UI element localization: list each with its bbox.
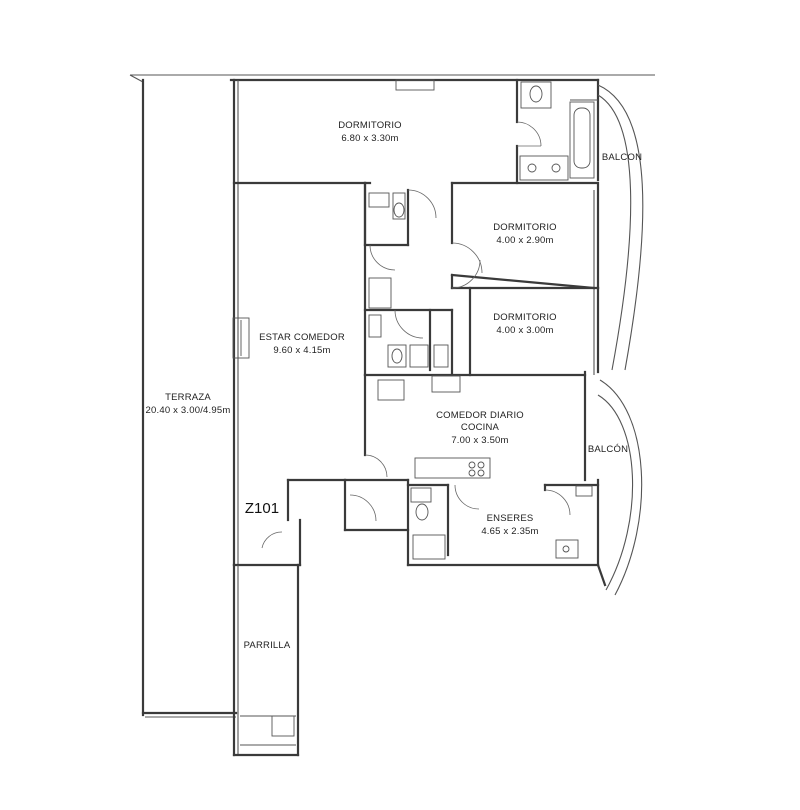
estar-comedor-name: ESTAR COMEDOR: [259, 332, 345, 343]
cocina-name: COCINA: [461, 422, 500, 433]
room-labels: DORMITORIO 6.80 x 3.30m DORMITORIO 4.00 …: [146, 120, 642, 651]
terraza-name: TERRAZA: [165, 392, 211, 403]
fixtures: [368, 81, 595, 560]
unit-code: Z101: [245, 500, 279, 517]
doors: [261, 121, 571, 549]
parrilla-walls: [232, 563, 300, 757]
estar-comedor-size: 9.60 x 4.15m: [273, 345, 330, 356]
terraza-size: 20.40 x 3.00/4.95m: [146, 405, 231, 416]
dormitorio-3-size: 4.00 x 3.00m: [496, 325, 553, 336]
dormitorio-3-name: DORMITORIO: [493, 312, 557, 323]
comedor-diario-size: 7.00 x 3.50m: [451, 435, 508, 446]
dormitorio-1-size: 6.80 x 3.30m: [341, 133, 398, 144]
terraza-outline: [129, 74, 655, 718]
enseres-size: 4.65 x 2.35m: [481, 526, 538, 537]
balcon-lower-name: BALCÓN: [588, 444, 628, 455]
balcon-upper-name: BALCON: [602, 152, 642, 163]
dormitorio-2-size: 4.00 x 2.90m: [496, 235, 553, 246]
balconies: [597, 84, 644, 596]
dormitorio-2-name: DORMITORIO: [493, 222, 557, 233]
windows: [232, 79, 435, 359]
parrilla-name: PARRILLA: [244, 640, 291, 651]
dormitorio-1-name: DORMITORIO: [338, 120, 402, 131]
comedor-diario-name: COMEDOR DIARIO: [436, 410, 524, 421]
enseres-name: ENSERES: [487, 513, 534, 524]
interior-walls: [232, 78, 600, 557]
